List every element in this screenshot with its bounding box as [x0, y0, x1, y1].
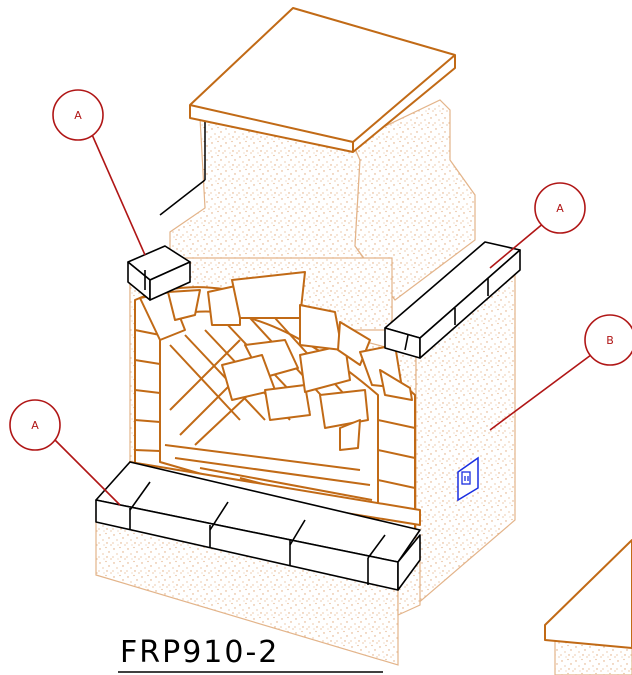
callout-b-right: B [584, 314, 632, 366]
callout-a-top-right-label: A [556, 202, 564, 215]
callout-a-top-left-label: A [74, 109, 82, 122]
chimney-side-face [351, 99, 476, 301]
brick-liner-left [134, 329, 161, 452]
keystone [231, 271, 306, 319]
model-label-text: FRP910-2 [120, 635, 279, 670]
callout-a-bottom-left-label: A [31, 419, 39, 432]
leader-lines [54, 129, 596, 506]
hearth [95, 461, 421, 591]
chimney-cap [189, 7, 456, 153]
left-cap-blocks [127, 245, 191, 301]
model-label: FRP910-2 [118, 635, 383, 673]
right-cap-blocks [384, 241, 521, 359]
callout-a-top-right: A [534, 182, 586, 234]
callout-a-bottom-left: A [9, 399, 61, 451]
adjacent-unit-partial [544, 539, 632, 675]
cap-top [189, 7, 456, 153]
electrical-outlet-icon [457, 456, 479, 502]
arch-bricks [139, 271, 413, 401]
callout-a-top-left: A [52, 89, 104, 141]
logs [221, 339, 369, 451]
callout-b-right-label: B [606, 334, 614, 347]
